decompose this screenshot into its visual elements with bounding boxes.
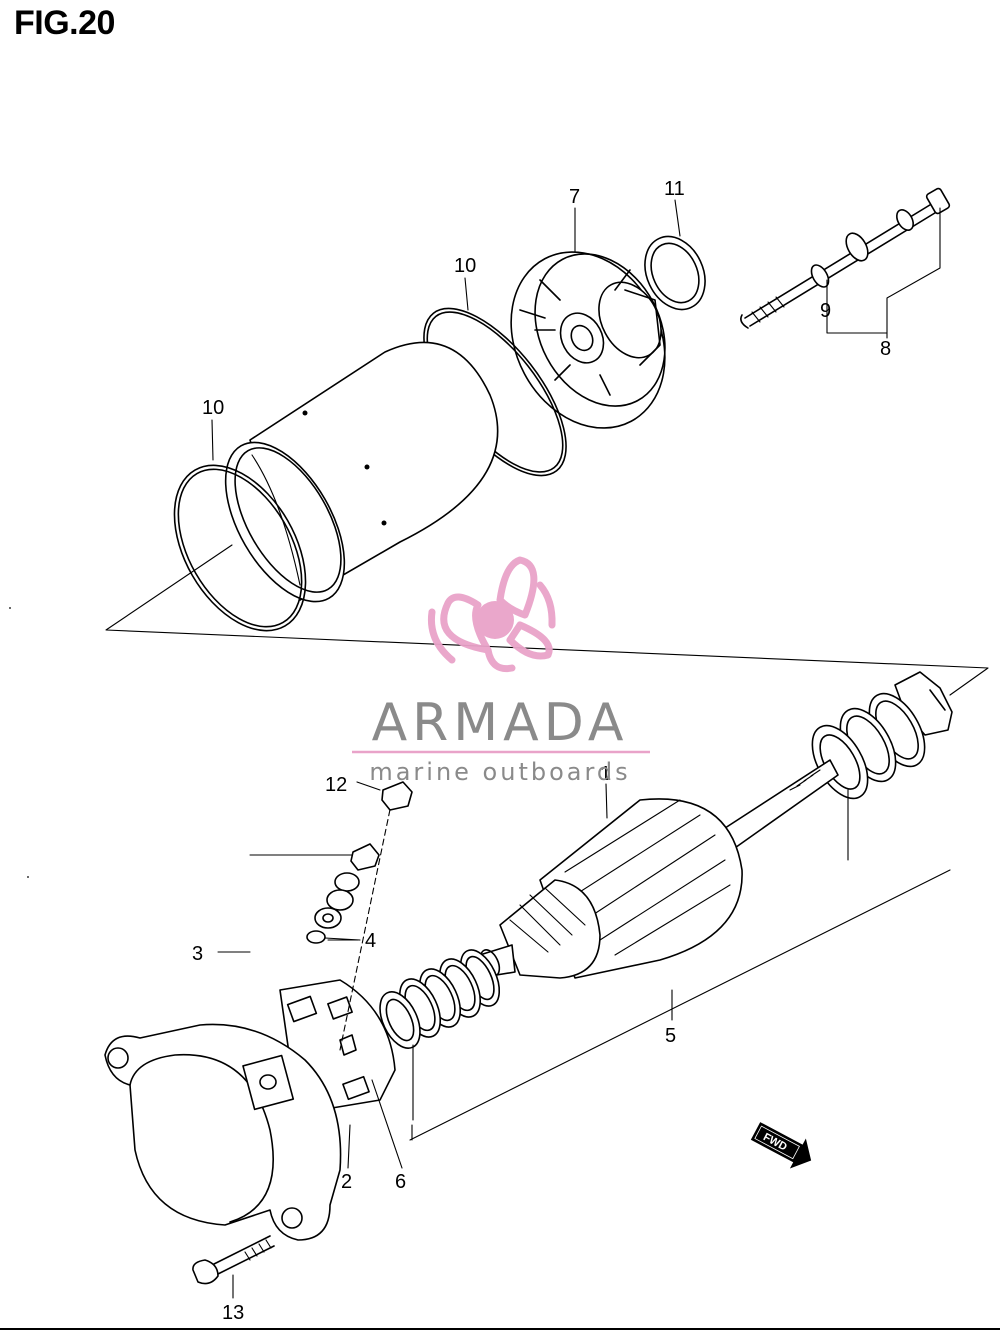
leader-lines (211, 199, 888, 1169)
fwd-direction-badge: FWD (750, 1122, 812, 1169)
callout-numbers: 7 11 10 9 8 10 1 12 4 3 5 2 6 13 (192, 178, 891, 1324)
figure-title: FIG.20 (14, 4, 115, 42)
armada-watermark: ARMADA marine outboards (352, 556, 650, 786)
callout-1: 1 (600, 763, 611, 785)
callout-9: 9 (820, 300, 831, 322)
callout-13: 13 (222, 1302, 244, 1324)
part-end-frame (104, 1023, 342, 1241)
part-terminal-hardware (306, 781, 413, 1051)
callout-5: 5 (665, 1025, 676, 1047)
part-seal-ring-lower (173, 464, 307, 632)
part-yoke-housing (224, 341, 499, 603)
callout-10-lower: 10 (202, 397, 224, 419)
callout-11: 11 (664, 178, 685, 200)
callout-2: 2 (341, 1171, 352, 1193)
bolt-callout-bracket (826, 207, 941, 334)
part-mounting-bolt (192, 1235, 275, 1299)
callout-10-upper: 10 (454, 255, 476, 277)
propeller-icon (427, 556, 556, 673)
part-through-bolt (740, 187, 951, 329)
part-end-cover (510, 251, 666, 429)
callout-12: 12 (325, 774, 347, 796)
callout-7: 7 (569, 186, 580, 208)
watermark-brand: ARMADA (372, 693, 629, 753)
watermark-tagline: marine outboards (369, 758, 630, 786)
callout-3: 3 (192, 943, 203, 965)
callout-4: 4 (365, 930, 376, 952)
callout-8: 8 (880, 338, 891, 360)
part-o-ring-11 (644, 235, 706, 311)
part-armature (469, 759, 839, 979)
callout-6: 6 (395, 1171, 406, 1193)
armature-washers-left (379, 949, 501, 1121)
